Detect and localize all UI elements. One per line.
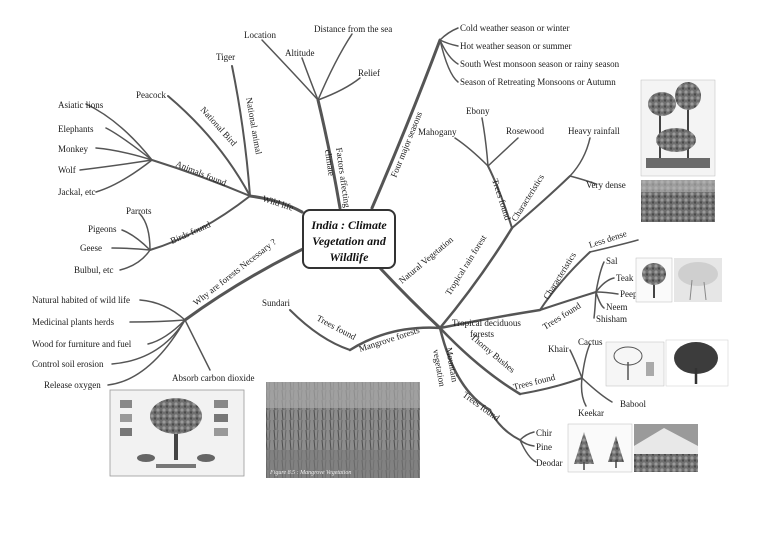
mangrove-label: Mangrove forests [358, 325, 422, 354]
dense-forest-photo [641, 180, 715, 222]
mangrove-photo: Figure 8.5 : Mangrove Vegetation [266, 382, 420, 478]
dec-tree-neem: Neem [606, 302, 628, 312]
forest-uses-illustration [109, 389, 245, 477]
center-title-line-1: India : Climate [310, 218, 387, 232]
national-animal-label: National animal [244, 97, 264, 156]
season-winter: Cold weather season or winter [460, 23, 569, 33]
animal-asiatic-lions: Asiatic lions [58, 100, 104, 110]
animal-elephants: Elephants [58, 124, 94, 134]
mg-tree-sundari: Sundari [262, 298, 290, 308]
vegetation-branch-label: Natural Vegetation [397, 234, 456, 285]
rf-trees-found-label: Trees found [490, 178, 513, 222]
forests-branch-label: Why are forests Necessary ? [191, 237, 278, 308]
seasons-group: Four major seasons Cold weather season o… [389, 23, 620, 179]
deciduous-tree-illustration [635, 257, 673, 303]
bird-parrots: Parrots [126, 206, 152, 216]
rf-tree-mahogany: Mahogany [418, 127, 457, 137]
th-tree-cactus: Cactus [578, 337, 603, 347]
forest-carbon-dioxide: Absorb carbon dioxide [172, 373, 254, 383]
animals-found-label: Animals found [174, 159, 228, 189]
factor-altitude: Altitude [285, 48, 315, 58]
mountain-forest-photo [634, 424, 698, 472]
th-tree-keekar: Keekar [578, 408, 604, 418]
dec-char-less-dense: Less dense [588, 228, 628, 250]
rf-char-very-dense: Very dense [586, 180, 626, 190]
wildlife-branch-label: Wild life [261, 193, 294, 212]
peacock-label: Peacock [136, 90, 166, 100]
mountain-label-2: vegetation [431, 349, 447, 388]
animal-jackal: Jackal, etc [58, 187, 95, 197]
rain-forest-illustration [640, 79, 716, 177]
dec-trees-found-label: Trees found [541, 300, 583, 331]
mt-trees-found-label: Trees found [461, 390, 502, 424]
deciduous-label: Tropical deciduous [452, 318, 521, 328]
seasons-branch-label: Four major seasons [389, 110, 425, 179]
center-title-line-2: Vegetation and [312, 234, 387, 248]
rf-tree-ebony: Ebony [466, 106, 490, 116]
factors-group: Factors affecting climate Location Dista… [244, 24, 392, 209]
forest-habitat: Natural habited of wild life [32, 295, 130, 305]
animal-wolf: Wolf [58, 165, 76, 175]
forest-medicinal: Medicinal plants herds [32, 317, 114, 327]
center-topic: India : Climate Vegetation and Wildlife [302, 209, 396, 269]
mangrove-caption: Figure 8.5 : Mangrove Vegetation [269, 470, 351, 476]
mountain-tree-illustration [567, 423, 633, 473]
tiger-label: Tiger [216, 52, 235, 62]
deciduous-label-2: forests [470, 329, 494, 339]
factor-distance-sea: Distance from the sea [314, 24, 392, 34]
forest-oxygen: Release oxygen [44, 380, 101, 390]
rf-char-heavy-rainfall: Heavy rainfall [568, 126, 620, 136]
rf-tree-rosewood: Rosewood [506, 126, 544, 136]
season-retreating: Season of Retreating Monsoons or Autumn [460, 77, 616, 87]
season-monsoon: South West monsoon season or rainy seaso… [460, 59, 620, 69]
dec-tree-shisham: Shisham [596, 314, 627, 324]
factors-branch-label-2: climate [323, 149, 337, 177]
th-tree-babool: Babool [620, 399, 646, 409]
bird-geese: Geese [80, 243, 102, 253]
dec-tree-peepal: Peepal [620, 289, 644, 299]
factors-branch-label: Factors affecting [334, 147, 352, 209]
babool-tree-photo [665, 339, 729, 387]
season-summer: Hot weather season or summer [460, 41, 571, 51]
center-title-line-3: Wildlife [330, 250, 370, 264]
forests-group: Why are forests Necessary ? Natural habi… [32, 237, 278, 390]
animal-monkey: Monkey [58, 144, 88, 154]
birds-found-label: Birds found [169, 219, 213, 246]
figures-group: Figure 8.5 : Mangrove Vegetation [109, 79, 729, 478]
mg-trees-found-label: Trees found [315, 313, 358, 342]
factor-relief: Relief [358, 68, 380, 78]
deciduous-forest-photo [674, 258, 722, 302]
bird-pigeons: Pigeons [88, 224, 117, 234]
forest-soil-erosion: Control soil erosion [32, 359, 104, 369]
dec-characteristics-label: Characteristics [541, 250, 578, 301]
national-bird-label: National Bird [199, 105, 240, 149]
dec-tree-sal: Sal [606, 256, 618, 266]
thorny-bush-illustration [605, 341, 665, 387]
forest-wood: Wood for furniture and fuel [32, 339, 132, 349]
factor-location: Location [244, 30, 276, 40]
wildlife-group: Wild life National animal Tiger National… [58, 52, 295, 275]
branch-lines [79, 27, 639, 463]
th-tree-khair: Khair [548, 344, 569, 354]
mt-tree-chir: Chir [536, 428, 552, 438]
mt-tree-deodar: Deodar [536, 458, 563, 468]
th-trees-found-label: Trees found [512, 372, 557, 392]
dec-tree-teak: Teak [616, 273, 634, 283]
bird-bulbul: Bulbul, etc [74, 265, 114, 275]
mt-tree-pine: Pine [536, 442, 552, 452]
